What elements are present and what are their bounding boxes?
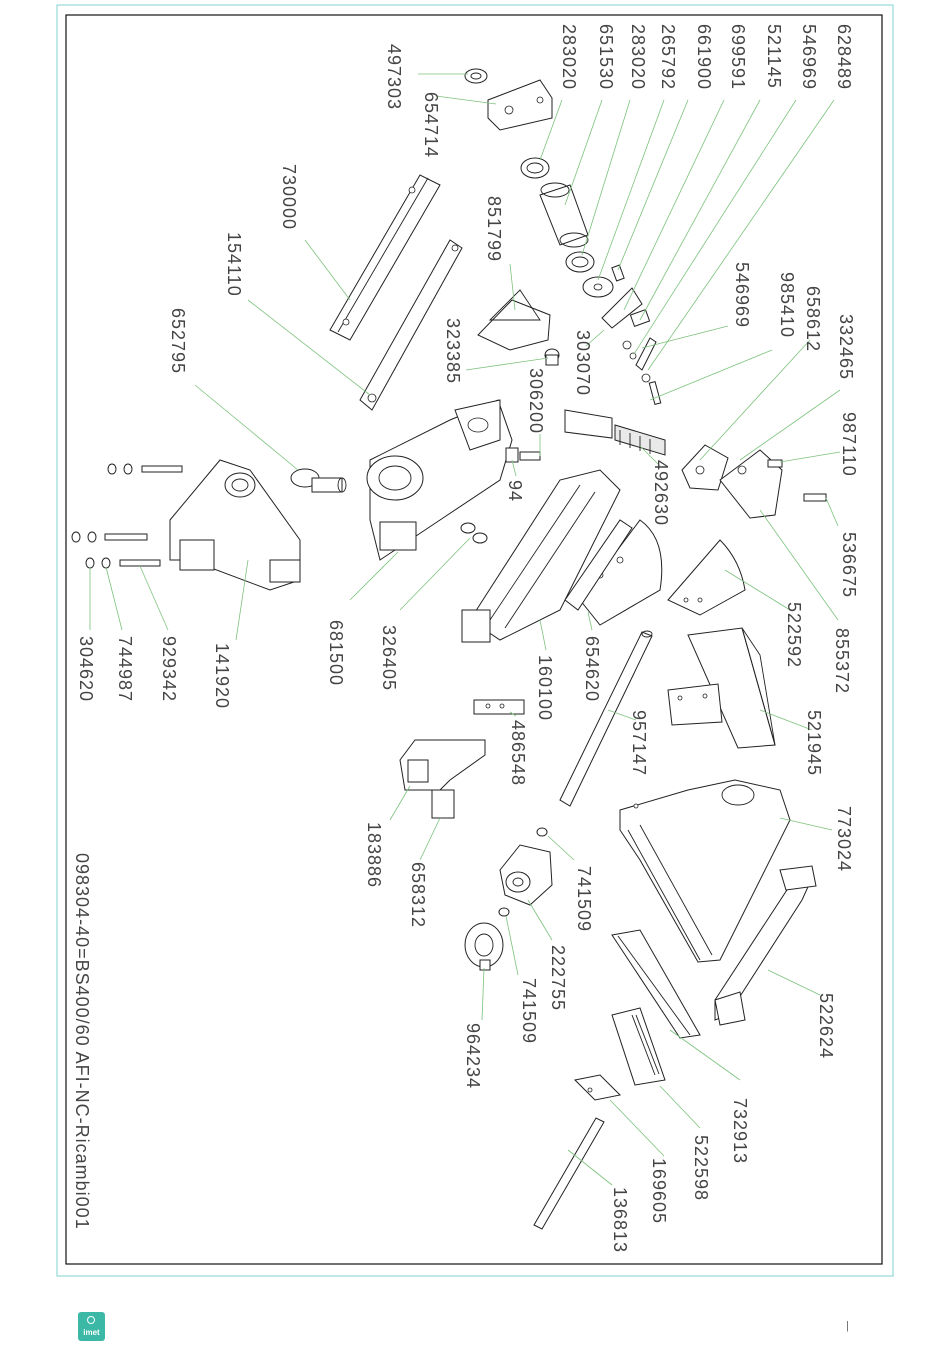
- part-label: 306200: [526, 368, 546, 434]
- part-label: 546969: [732, 262, 752, 328]
- part-label: 741509: [519, 978, 539, 1044]
- logo-mark-icon: [87, 1316, 95, 1324]
- part-label: 326405: [379, 625, 399, 691]
- part-label: 323385: [443, 318, 463, 384]
- part-label: 732913: [730, 1098, 750, 1164]
- part-label: 744987: [115, 636, 135, 702]
- part-label: 265792: [658, 24, 678, 90]
- part-label: 283020: [628, 24, 648, 90]
- part-label: 987110: [839, 412, 859, 477]
- part-label: 681500: [326, 620, 346, 686]
- part-label: 332465: [836, 314, 856, 380]
- part-label: 658312: [408, 862, 428, 928]
- part-label: 661900: [694, 24, 714, 90]
- part-number-labels: 497303 654714 283020 651530 283020 26579…: [76, 24, 859, 1253]
- part-label: 303070: [573, 330, 593, 396]
- part-label: 522592: [784, 602, 804, 668]
- part-label: 741509: [574, 866, 594, 932]
- part-label: 536675: [839, 532, 859, 598]
- part-label: 486548: [508, 720, 528, 786]
- part-label: 654714: [421, 92, 441, 158]
- part-label: 521145: [764, 24, 784, 89]
- part-label: 855372: [832, 628, 852, 694]
- part-label: 985410: [777, 272, 797, 338]
- part-label: 730000: [279, 164, 299, 230]
- part-label: 521945: [804, 710, 824, 776]
- part-label: 651530: [596, 24, 616, 90]
- part-label: 492630: [651, 460, 671, 526]
- leader-lines: [89, 73, 841, 1186]
- part-label: 964234: [463, 1023, 483, 1089]
- part-label: 136813: [610, 1187, 630, 1253]
- outer-frame: [56, 4, 894, 1277]
- part-label: 94: [505, 480, 525, 502]
- part-label: 183886: [364, 822, 384, 888]
- part-label: 652795: [168, 308, 188, 374]
- part-label: 773024: [834, 806, 854, 872]
- part-label: 304620: [76, 636, 96, 702]
- part-label: 699591: [728, 24, 748, 90]
- page-mark: |: [846, 1320, 849, 1332]
- drawing-title: 098304-40=BS400/60 AFI-NC-Ricambi001: [72, 853, 92, 1230]
- part-label: 929342: [159, 636, 179, 702]
- part-label: 141920: [212, 643, 232, 709]
- part-label: 522624: [816, 993, 836, 1059]
- part-label: 160100: [535, 655, 555, 721]
- part-label: 522598: [691, 1135, 711, 1201]
- inner-frame: [65, 14, 883, 1265]
- part-label: 154110: [224, 232, 244, 297]
- part-drawings: [71, 68, 827, 1230]
- part-label: 169605: [649, 1158, 669, 1224]
- part-label: 283020: [559, 24, 579, 90]
- logo-text: imet: [83, 1328, 100, 1337]
- part-label: 957147: [629, 710, 649, 776]
- part-label: 546969: [799, 24, 819, 90]
- part-label: 851799: [484, 196, 504, 262]
- imet-logo: imet: [78, 1312, 105, 1341]
- part-label: 628489: [834, 24, 854, 90]
- part-label: 497303: [384, 44, 404, 110]
- part-label: 658612: [803, 286, 823, 352]
- part-label: 654620: [582, 636, 602, 702]
- part-label: 222755: [548, 945, 568, 1011]
